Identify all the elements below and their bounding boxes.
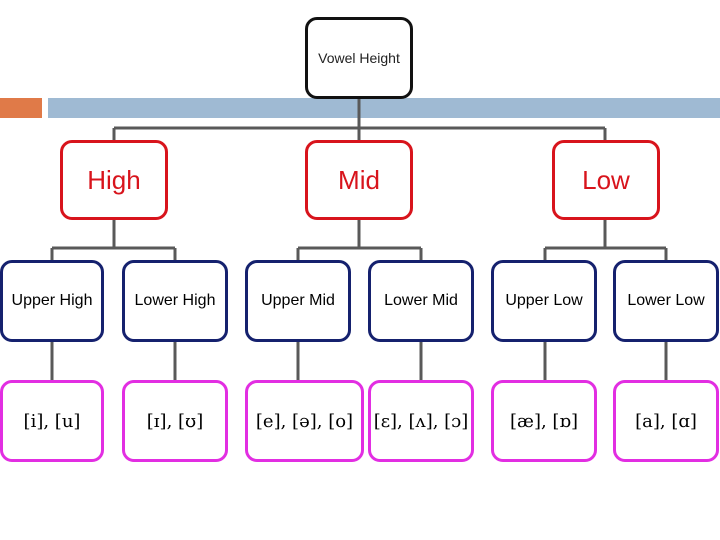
node-symbols-upper-low-label: [æ], [ɒ] bbox=[510, 410, 578, 432]
node-symbols-lower-high: [ɪ], [ʊ] bbox=[122, 380, 228, 462]
node-lower-low: Lower Low bbox=[613, 260, 719, 342]
root-node-vowel-height: Vowel Height bbox=[305, 17, 413, 99]
node-symbols-upper-high-label: [i], [u] bbox=[23, 410, 81, 432]
node-upper-mid-label: Upper Mid bbox=[261, 292, 335, 309]
node-symbols-lower-mid: [ɛ], [ʌ], [ɔ] bbox=[368, 380, 474, 462]
node-upper-high-label: Upper High bbox=[11, 292, 93, 309]
node-lower-high: Lower High bbox=[122, 260, 228, 342]
node-high-label: High bbox=[87, 164, 141, 195]
node-symbols-upper-high: [i], [u] bbox=[0, 380, 104, 462]
node-symbols-upper-mid: [e], [ə], [o] bbox=[245, 380, 364, 462]
node-mid: Mid bbox=[305, 140, 413, 220]
node-lower-low-label: Lower Low bbox=[627, 292, 705, 309]
node-low: Low bbox=[552, 140, 660, 220]
node-mid-label: Mid bbox=[338, 164, 380, 195]
node-upper-low-label: Upper Low bbox=[505, 292, 583, 309]
root-node-label: Vowel Height bbox=[318, 50, 400, 66]
node-lower-mid: Lower Mid bbox=[368, 260, 474, 342]
node-upper-low: Upper Low bbox=[491, 260, 597, 342]
node-lower-high-label: Lower High bbox=[134, 292, 216, 309]
node-symbols-upper-low: [æ], [ɒ] bbox=[491, 380, 597, 462]
accent-bar bbox=[0, 98, 42, 118]
node-upper-high: Upper High bbox=[0, 260, 104, 342]
node-symbols-upper-mid-label: [e], [ə], [o] bbox=[255, 410, 354, 432]
node-symbols-lower-low: [a], [ɑ] bbox=[613, 380, 719, 462]
node-upper-mid: Upper Mid bbox=[245, 260, 351, 342]
node-symbols-lower-high-label: [ɪ], [ʊ] bbox=[146, 410, 204, 432]
node-symbols-lower-low-label: [a], [ɑ] bbox=[635, 410, 697, 432]
node-low-label: Low bbox=[582, 164, 630, 195]
banner-bar bbox=[48, 98, 720, 118]
node-high: High bbox=[60, 140, 168, 220]
node-symbols-lower-mid-label: [ɛ], [ʌ], [ɔ] bbox=[373, 410, 469, 432]
node-lower-mid-label: Lower Mid bbox=[384, 292, 458, 309]
